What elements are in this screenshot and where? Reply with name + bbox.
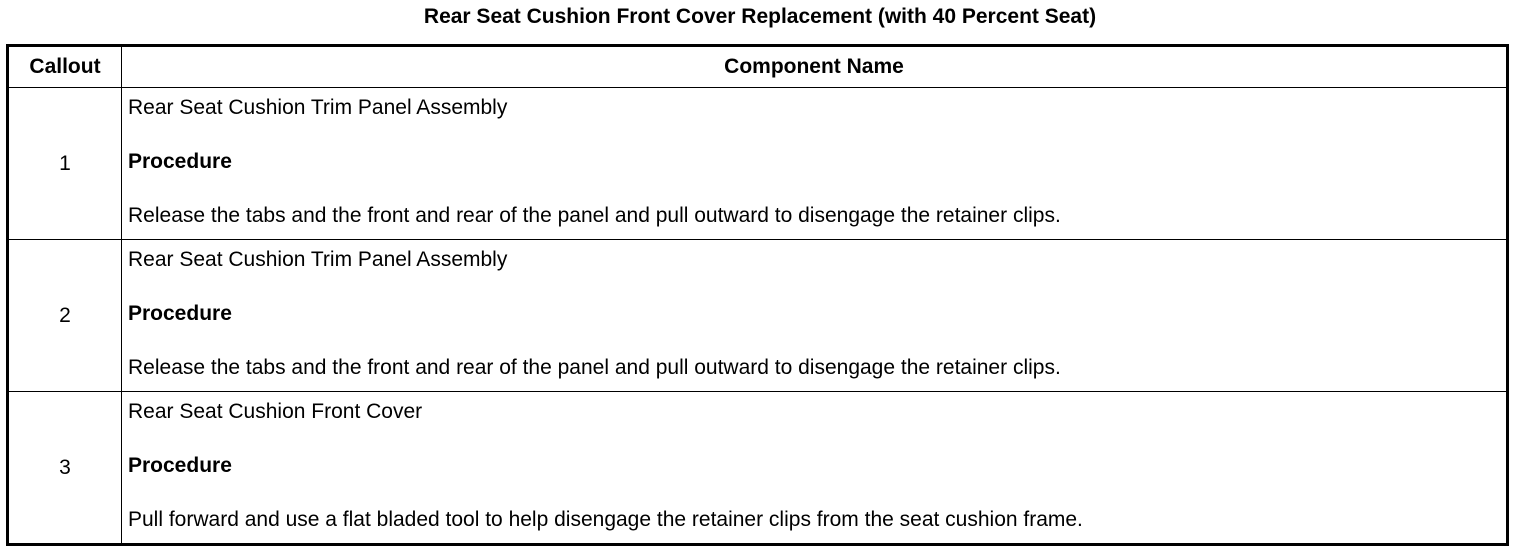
component-name: Rear Seat Cushion Trim Panel Assembly [128, 248, 508, 271]
component-cell: Rear Seat Cushion Trim Panel Assembly Pr… [121, 87, 1508, 240]
component-cell: Rear Seat Cushion Front Cover Procedure … [121, 391, 1508, 545]
header-component-name: Component Name [121, 45, 1508, 88]
table-header-row: Callout Component Name [7, 45, 1508, 88]
table-row: 3 Rear Seat Cushion Front Cover Procedur… [7, 391, 1508, 545]
document-title: Rear Seat Cushion Front Cover Replacemen… [423, 5, 1097, 28]
component-name: Rear Seat Cushion Trim Panel Assembly [128, 96, 508, 119]
procedure-text: Pull forward and use a flat bladed tool … [128, 508, 1083, 531]
callout-number: 2 [7, 239, 122, 392]
procedure-text: Release the tabs and the front and rear … [128, 204, 1061, 227]
procedure-label: Procedure [128, 150, 232, 173]
callout-table: Callout Component Name 1 Rear Seat Cushi… [6, 44, 1509, 546]
procedure-label: Procedure [128, 302, 232, 325]
callout-number: 3 [7, 391, 122, 545]
component-name: Rear Seat Cushion Front Cover [128, 400, 423, 423]
component-cell: Rear Seat Cushion Trim Panel Assembly Pr… [121, 239, 1508, 392]
callout-number: 1 [7, 87, 122, 240]
table-row: 1 Rear Seat Cushion Trim Panel Assembly … [7, 87, 1508, 240]
table-row: 2 Rear Seat Cushion Trim Panel Assembly … [7, 239, 1508, 392]
procedure-label: Procedure [128, 454, 232, 477]
procedure-text: Release the tabs and the front and rear … [128, 356, 1061, 379]
header-callout: Callout [7, 45, 122, 88]
